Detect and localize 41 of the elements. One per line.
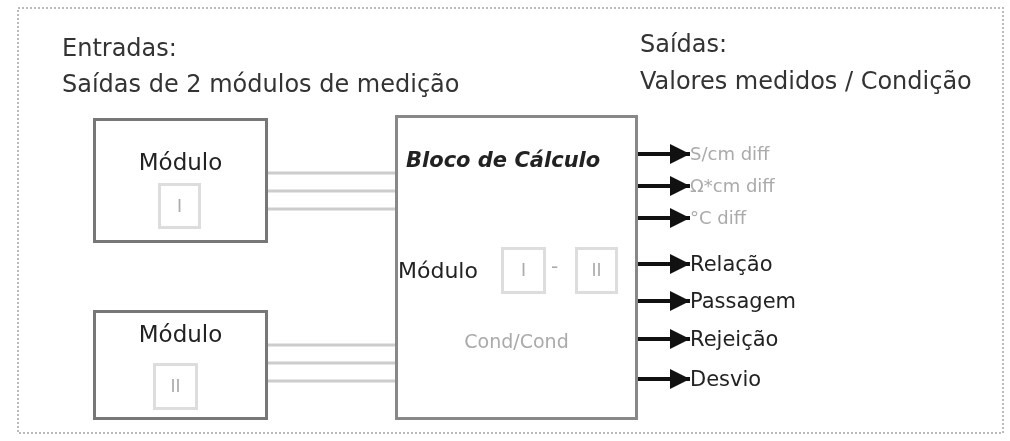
- module-title: Módulo: [137, 321, 224, 347]
- heading: Saídas de 2 módulos de medição: [62, 70, 460, 98]
- connector-line: [268, 379, 395, 383]
- connector-line: [268, 343, 395, 347]
- module-number: I: [520, 260, 527, 280]
- arrow: [638, 144, 690, 164]
- output-label: Ω*cm diff: [690, 172, 810, 200]
- arrow: [638, 208, 690, 228]
- output-label: Relação: [690, 249, 830, 279]
- module-label: Módulo: [398, 258, 478, 283]
- block-title: Bloco de Cálculo: [406, 148, 601, 172]
- module-title: Módulo: [137, 149, 224, 175]
- output-label: Rejeição: [690, 324, 830, 354]
- output-label: Desvio: [690, 364, 830, 394]
- connector-line: [268, 171, 395, 175]
- module-box: [93, 310, 268, 420]
- output-label: °C diff: [690, 204, 810, 232]
- heading: Saídas:: [640, 30, 728, 58]
- module-box: [93, 118, 268, 243]
- connector-line: [268, 189, 395, 193]
- arrow: [638, 329, 690, 349]
- module-number: II: [169, 376, 182, 396]
- calculation-block: [395, 115, 638, 420]
- module-number-box: [501, 247, 546, 294]
- module-number: I: [176, 196, 183, 216]
- module-number-box: [158, 183, 201, 229]
- connector-line: [268, 361, 395, 365]
- heading: Valores medidos / Condição: [640, 67, 972, 95]
- heading: Entradas:: [62, 34, 177, 62]
- minus-sign: -: [551, 254, 559, 278]
- connector-line: [268, 207, 395, 211]
- module-number-box: [153, 363, 198, 410]
- arrow: [638, 176, 690, 196]
- module-number-box: [575, 247, 618, 294]
- output-label: Passagem: [690, 286, 830, 316]
- arrow: [638, 291, 690, 311]
- arrow: [638, 369, 690, 389]
- output-label: S/cm diff: [690, 140, 810, 168]
- arrow: [638, 254, 690, 274]
- module-number: II: [590, 260, 603, 280]
- calculation-type: Cond/Cond: [463, 330, 570, 352]
